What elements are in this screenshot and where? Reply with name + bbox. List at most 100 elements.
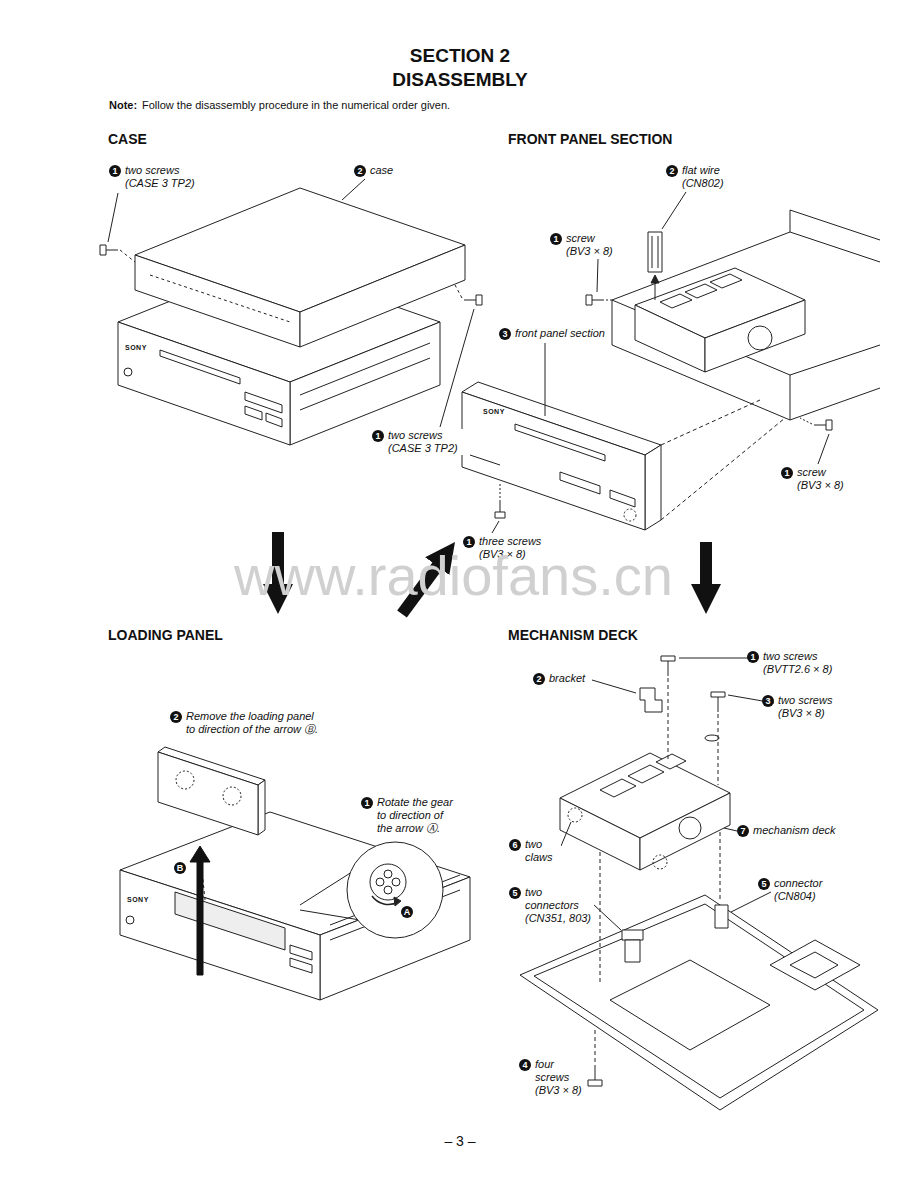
section-heading: MECHANISM DECK bbox=[508, 627, 638, 644]
illustration-line bbox=[588, 1080, 602, 1086]
illustration-line bbox=[120, 870, 320, 1000]
illustration-line bbox=[384, 886, 392, 894]
brand-logo: SONY bbox=[482, 408, 506, 416]
illustration-line bbox=[342, 179, 365, 200]
section-heading: FRONT PANEL SECTION bbox=[508, 131, 672, 148]
illustration-line bbox=[668, 661, 669, 676]
callout-number: 1 bbox=[109, 165, 121, 177]
illustration-line bbox=[595, 1065, 596, 1080]
illustration-line bbox=[715, 905, 728, 928]
illustration-line bbox=[464, 300, 476, 301]
illustration-line bbox=[586, 295, 592, 305]
illustration-line bbox=[118, 322, 290, 445]
part-label: mechanism deck bbox=[752, 824, 837, 837]
illustration-line bbox=[158, 752, 258, 835]
callout-number: 3 bbox=[762, 695, 774, 707]
illustration-line bbox=[718, 714, 719, 785]
illustration-line bbox=[394, 897, 401, 906]
illustration-line bbox=[290, 958, 312, 973]
illustration-line bbox=[476, 295, 482, 305]
callout-number: B bbox=[174, 862, 186, 874]
illustration-line bbox=[126, 916, 134, 924]
illustration-line bbox=[534, 904, 864, 1098]
illustration-line bbox=[705, 300, 805, 372]
illustration-line bbox=[640, 793, 730, 870]
illustration-line bbox=[731, 892, 771, 912]
illustration-line bbox=[568, 808, 582, 822]
illustration-line bbox=[392, 878, 400, 886]
illustration-line bbox=[800, 418, 812, 424]
part-label: two screws (CASE 3 TP2) bbox=[387, 429, 469, 455]
illustration-line bbox=[545, 343, 546, 416]
callout-number: 2 bbox=[170, 711, 182, 723]
illustration-line bbox=[668, 678, 669, 760]
illustration-line bbox=[347, 842, 443, 938]
brand-logo: SONY bbox=[126, 896, 150, 904]
illustration-line bbox=[100, 245, 106, 255]
part-label: bracket bbox=[548, 672, 586, 685]
illustration-line bbox=[656, 754, 686, 769]
illustration-line bbox=[661, 418, 785, 520]
illustration-line bbox=[376, 878, 384, 886]
illustration-line bbox=[790, 375, 791, 420]
illustration-line bbox=[258, 780, 265, 835]
illustration-line bbox=[108, 193, 118, 242]
illustration-line bbox=[606, 300, 612, 301]
illustration-line bbox=[711, 692, 725, 697]
watermark: www.radiofans.cn bbox=[233, 546, 674, 606]
illustration-line bbox=[470, 455, 500, 465]
callout-number: 1 bbox=[781, 467, 793, 479]
illustration-line bbox=[120, 250, 135, 262]
illustration-line bbox=[500, 500, 501, 512]
illustration-line bbox=[150, 275, 290, 322]
illustration-line bbox=[818, 434, 829, 464]
part-label: four screws (BV3 × 8) bbox=[534, 1058, 586, 1097]
illustration-line bbox=[384, 870, 392, 878]
illustration-line bbox=[628, 765, 664, 783]
illustration-line bbox=[662, 192, 686, 229]
illustration-line bbox=[600, 852, 601, 985]
part-label: flat wire (CN802) bbox=[681, 164, 743, 190]
illustration-line bbox=[455, 285, 462, 298]
illustration-line bbox=[160, 350, 240, 384]
callout-number: 7 bbox=[737, 825, 749, 837]
illustration-line bbox=[720, 832, 721, 900]
illustration-line bbox=[648, 232, 662, 272]
illustration-line bbox=[124, 368, 132, 376]
illustration-line bbox=[635, 305, 705, 372]
illustration-line bbox=[790, 952, 838, 978]
callout-number: A bbox=[401, 906, 413, 918]
illustration-line bbox=[190, 846, 210, 975]
section-heading: CASE bbox=[108, 131, 147, 148]
illustration-line bbox=[814, 425, 826, 426]
illustration-line bbox=[685, 284, 717, 298]
illustration-line bbox=[370, 864, 406, 900]
illustration-line bbox=[790, 210, 880, 240]
illustration-line bbox=[826, 420, 832, 430]
illustration-line bbox=[640, 688, 662, 712]
illustration-line bbox=[718, 697, 719, 712]
callout-number: 1 bbox=[550, 233, 562, 245]
illustration-line bbox=[610, 490, 635, 507]
part-label: two claws bbox=[524, 838, 561, 864]
part-label: Remove the loading panel to direction of… bbox=[185, 710, 323, 736]
illustration-line bbox=[624, 509, 636, 521]
part-label: case bbox=[369, 164, 394, 177]
illustration-line bbox=[520, 895, 878, 1110]
callout-number: 6 bbox=[509, 839, 521, 851]
illustration-line bbox=[724, 828, 737, 831]
illustration-line bbox=[594, 905, 621, 930]
illustration-line bbox=[290, 945, 312, 960]
illustration-line bbox=[135, 255, 300, 347]
illustration-line bbox=[651, 275, 659, 283]
illustration-line bbox=[710, 274, 742, 288]
part-label: two screws (CASE 3 TP2) bbox=[124, 164, 206, 190]
illustration-line bbox=[679, 817, 701, 839]
illustration-line bbox=[661, 400, 760, 445]
illustration-line bbox=[561, 822, 571, 846]
brand-logo: SONY bbox=[124, 344, 148, 352]
illustration-line bbox=[625, 940, 640, 962]
illustration-line bbox=[595, 1030, 596, 1062]
callout-number: 1 bbox=[361, 797, 373, 809]
